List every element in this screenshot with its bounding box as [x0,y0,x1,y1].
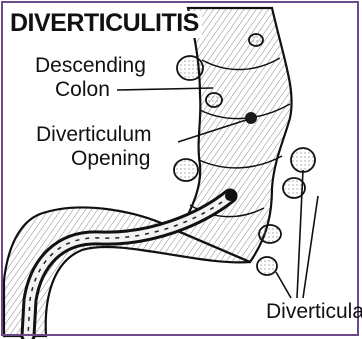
descending-colon-label-line2: Colon [55,79,110,100]
diverticulum-pouch [206,93,222,107]
diverticulum-opening-label-line1: Diverticulum [36,124,152,145]
descending-colon-leader [117,88,213,90]
diverticula-label: Diverticula [266,301,362,322]
descending-colon-label-line1: Descending [35,55,146,76]
diverticulum-opening-label-line2: Opening [71,148,150,169]
diverticulum-pouch [177,56,203,80]
diverticulum-pouch [257,257,277,275]
diverticulum-pouch [174,159,198,181]
diverticulum-opening [245,112,257,124]
diverticula-leader [276,272,291,298]
diverticulum-pouch [249,34,263,46]
diverticulum-pouch [259,225,281,243]
diverticulum-pouch [291,148,315,172]
diagram-title: DIVERTICULITIS [10,11,202,38]
diverticula-leader [303,196,318,298]
